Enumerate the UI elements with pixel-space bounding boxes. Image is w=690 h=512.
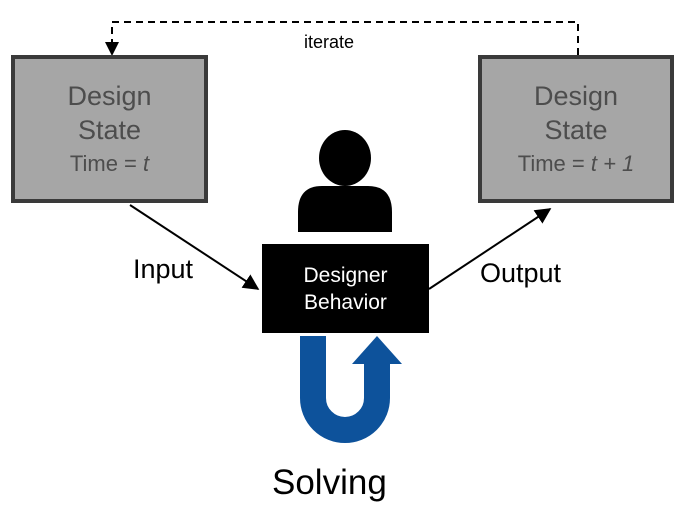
- design-state-current: Design State Time = t: [11, 55, 208, 203]
- time-value: t: [143, 151, 150, 176]
- iterate-label: iterate: [304, 32, 355, 52]
- output-label: Output: [480, 258, 562, 288]
- designer-behavior-box: Designer Behavior: [262, 244, 429, 333]
- state-time: Time = t + 1: [518, 149, 635, 179]
- iterate-loop-arrow: [111, 21, 579, 55]
- state-title-line2: State: [77, 115, 142, 145]
- state-time: Time = t: [70, 149, 149, 179]
- designer-label-line1: Designer: [303, 263, 388, 287]
- time-value: t + 1: [590, 151, 635, 176]
- output-arrow: [428, 208, 552, 290]
- time-prefix: Time =: [517, 151, 591, 176]
- state-title-line1: Design: [533, 81, 619, 111]
- design-state-next: Design State Time = t + 1: [478, 55, 674, 203]
- iterate-arrowhead: [105, 42, 119, 56]
- u-turn-arrow-icon: [300, 336, 402, 443]
- solving-label: Solving: [272, 463, 387, 502]
- person-icon: [298, 130, 392, 232]
- input-arrow: [129, 204, 260, 290]
- designer-label-line2: Behavior: [304, 290, 387, 314]
- time-prefix: Time =: [69, 151, 144, 176]
- input-label: Input: [133, 254, 194, 284]
- state-title-line1: Design: [67, 81, 152, 111]
- state-title-line2: State: [544, 115, 608, 145]
